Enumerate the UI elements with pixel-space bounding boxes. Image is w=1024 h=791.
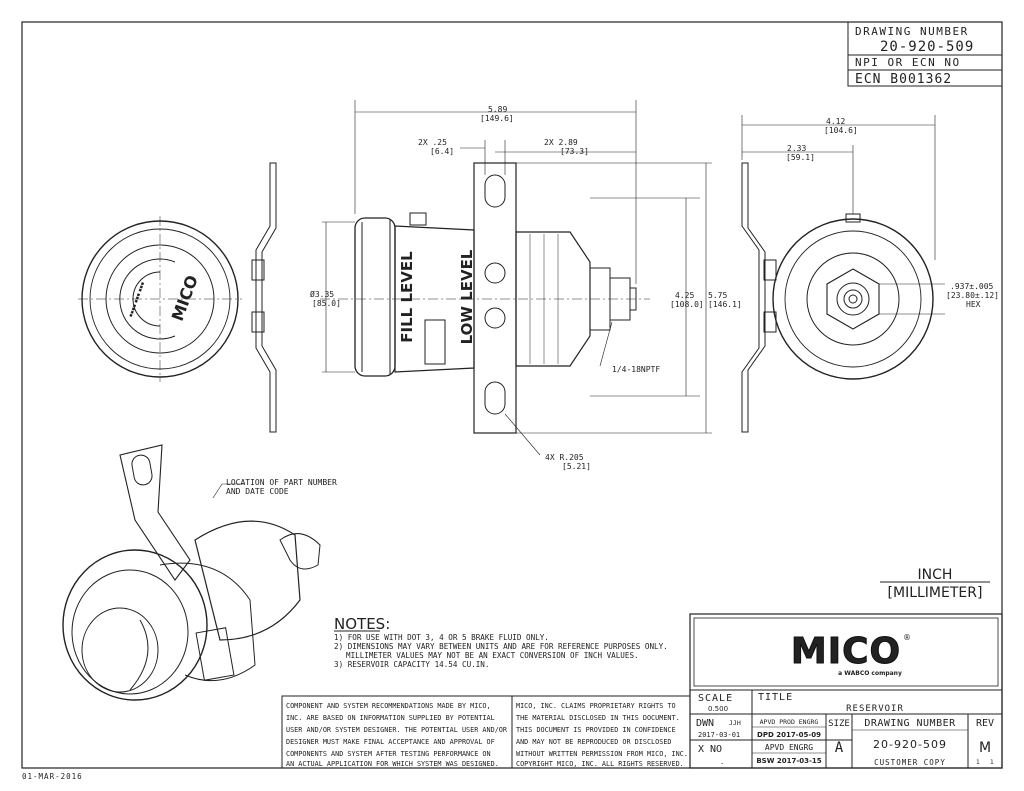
disclaimer-left-5: COMPONENTS AND SYSTEM AFTER TESTING PERF… (286, 750, 491, 758)
location-label-line1: LOCATION OF PART NUMBER (226, 478, 337, 487)
rev-label: REV (976, 718, 994, 729)
dim-height-b: 5.75 (708, 291, 727, 300)
customer-copy: CUSTOMER COPY (874, 758, 946, 767)
location-label-line2: AND DATE CODE (226, 487, 289, 496)
size-label: SIZE (828, 719, 850, 729)
note-1: 1) FOR USE WITH DOT 3, 4 OR 5 BRAKE FLUI… (334, 633, 549, 642)
disclaimer-right-2: THE MATERIAL DISCLOSED IN THIS DOCUMENT. (516, 714, 680, 722)
scale-label: SCALE (698, 693, 733, 704)
xno-label: X NO (698, 744, 722, 755)
disclaimer-left-4: DESIGNER MUST MAKE FINAL ACCEPTANCE AND … (286, 738, 495, 746)
dim-hex-label: HEX (966, 300, 981, 309)
unit-millimeter: [MILLIMETER] (888, 585, 983, 601)
dim-bracket-to-end: 2X 2.89 (544, 138, 578, 147)
disclaimer-right-4: AND MAY NOT BE REPRODUCED OR DISCLOSED (516, 738, 672, 746)
sheet-number: 1 (976, 759, 980, 766)
dim-bracket-to-end-mm: [73.3] (560, 147, 589, 156)
side-view: FILL LEVEL LOW LEVEL (320, 162, 650, 434)
dim-side-width-mm: [104.6] (824, 126, 858, 135)
mico-logo: MICO (791, 631, 901, 672)
dn-label: DRAWING NUMBER (864, 718, 956, 729)
unit-inch: INCH (918, 567, 953, 583)
dim-slot-offset: 2X .25 (418, 138, 447, 147)
dim-height-b-mm: [146.1] (708, 300, 742, 309)
drawing-number-value: 20-920-509 (880, 39, 974, 55)
xno-value: . (720, 758, 724, 766)
disclaimer-left-1: COMPONENT AND SYSTEM RECOMMENDATIONS MAD… (286, 702, 491, 710)
logo-registered-mark: ® (903, 633, 911, 642)
drawing-number-label: DRAWING NUMBER (855, 25, 969, 38)
scale-value: 0.500 (708, 705, 728, 713)
title-block: MICO ® a WABCO company SCALE 0.500 TITLE… (689, 613, 1003, 769)
footer-date: 01-MAR-2016 (22, 772, 83, 781)
front-cap-view: MICO ▪▪▪▪ ▪▪▪ ▪▪▪ (78, 162, 277, 433)
disclaimer-left-6: AN ACTUAL APPLICATION FOR WHICH SYSTEM W… (286, 760, 499, 768)
dim-diameter: Ø3.35 (310, 289, 334, 299)
apvd-engrg-label: APVD ENGRG (765, 743, 813, 752)
size-value: A (835, 740, 844, 756)
units-legend: INCH [MILLIMETER] (880, 567, 990, 601)
dim-radius: 4X R.205 (545, 453, 584, 462)
isometric-view: LOCATION OF PART NUMBER AND DATE CODE (62, 444, 337, 701)
dim-radius-mm: [5.21] (562, 462, 591, 471)
dim-hex: .937±.005 (950, 282, 994, 291)
rear-view-dimensions: 4.12 [104.6] 2.33 [59.1] .937±.005 [23.8… (741, 115, 999, 315)
dwn-label: DWN (696, 718, 714, 729)
disclaimer-left-2: INC. ARE BASED ON INFORMATION SUPPLIED B… (286, 714, 495, 722)
dwn-initials: JJH (729, 719, 741, 727)
drawing-number-box: DRAWING NUMBER 20-920-509 NPI OR ECN NO … (847, 21, 1003, 87)
dim-side-half: 2.33 (787, 144, 806, 153)
apvd-prod-label: APVD PROD ENGRG (760, 718, 819, 726)
ecn-number: ECN B001362 (855, 72, 952, 87)
cap-mico-text: MICO (168, 273, 202, 324)
notes: NOTES: 1) FOR USE WITH DOT 3, 4 OR 5 BRA… (334, 615, 668, 669)
fill-level-label: FILL LEVEL (398, 251, 416, 343)
title-label: TITLE (758, 692, 793, 703)
disclaimer-right-1: MICO, INC. CLAIMS PROPRIETARY RIGHTS TO (516, 702, 676, 710)
title-value: RESERVOIR (846, 704, 904, 714)
dim-overall-length-mm: [149.6] (480, 114, 514, 123)
dim-height-a-mm: [108.0] (670, 300, 704, 309)
disclaimer-right-5: WITHOUT WRITTEN PERMISSION FROM MICO, IN… (516, 750, 688, 758)
dim-slot-offset-mm: [6.4] (430, 147, 454, 156)
disclaimer-right-6: COPYRIGHT MICO, INC. ALL RIGHTS RESERVED… (516, 760, 684, 768)
dim-side-width: 4.12 (826, 117, 845, 126)
disclaimer-right-3: THIS DOCUMENT IS PROVIDED IN CONFIDENCE (516, 726, 676, 734)
dim-hex-mm: [23.80±.12] (946, 291, 999, 300)
note-2: 2) DIMENSIONS MAY VARY BETWEEN UNITS AND… (334, 642, 668, 651)
dim-side-half-mm: [59.1] (786, 153, 815, 162)
apvd-prod-value: DPD 2017-05-09 (757, 731, 821, 739)
disclaimer-left-3: USER AND/OR SYSTEM DESIGNER. THE POTENTI… (286, 726, 508, 734)
npi-ecn-label: NPI OR ECN NO (855, 56, 961, 69)
note-2-cont: MILLIMETER VALUES MAY NOT BE AN EXACT CO… (346, 651, 639, 660)
dim-thread: 1/4-18NPTF (612, 365, 660, 374)
side-view-dimensions: 5.89 [149.6] 2X .25 [6.4] 2X 2.89 [73.3]… (310, 100, 742, 471)
rear-view (741, 162, 934, 433)
dim-height-a: 4.25 (675, 291, 694, 300)
dwn-date: 2017-03-01 (698, 731, 740, 739)
rev-value: M (979, 740, 991, 756)
low-level-label: LOW LEVEL (458, 249, 476, 344)
notes-heading: NOTES: (334, 615, 390, 633)
dim-diameter-mm: [85.0] (312, 299, 341, 308)
sheet-total: 1 (990, 759, 994, 766)
dn-value: 20-920-509 (873, 738, 947, 751)
dim-overall-length: 5.89 (488, 105, 507, 114)
note-3: 3) RESERVOIR CAPACITY 14.54 CU.IN. (334, 660, 489, 669)
apvd-engrg-value: BSW 2017-03-15 (756, 757, 821, 765)
disclaimer-block: COMPONENT AND SYSTEM RECOMMENDATIONS MAD… (281, 695, 691, 769)
wabco-tagline: a WABCO company (838, 670, 902, 677)
